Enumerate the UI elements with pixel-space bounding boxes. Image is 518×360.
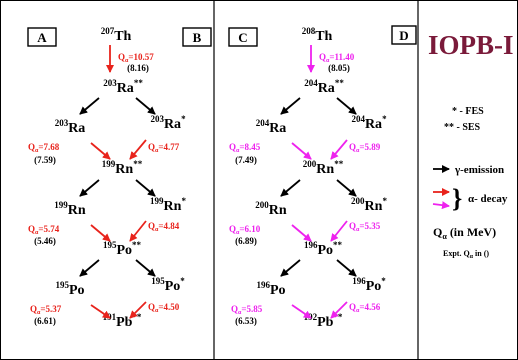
nucleus-po-195-fes: 195Po* (151, 276, 185, 294)
nucleus-rn-199: 199Rn (54, 200, 86, 218)
alpha-decay-arrow (330, 301, 348, 319)
alpha-decay-arrow (129, 220, 147, 242)
panel-label-b: B (182, 27, 212, 47)
expt-q-value: (7.59) (34, 155, 56, 165)
q-alpha-label: Qα=6.10 (229, 224, 261, 236)
nucleus-pb-191-ses: 191Pb** (103, 312, 142, 330)
expt-q-value: (5.46) (34, 236, 56, 246)
legend-expt-note: Expt. Qα in () (443, 249, 489, 260)
q-alpha-label: Qα=8.45 (229, 142, 261, 154)
gamma-emission-arrow (280, 179, 301, 197)
gamma-emission-arrow (336, 259, 357, 277)
gamma-emission-arrow (135, 97, 156, 115)
legend-gamma-label: γ-emission (454, 164, 504, 176)
alpha-decay-arrow (129, 301, 147, 319)
svg-text:B: B (193, 30, 202, 45)
nucleus-th-207: 207Th (101, 26, 132, 44)
legend-brace: } (452, 184, 462, 213)
nucleus-ra-204-fes: 204Ra* (351, 114, 387, 132)
q-alpha-label: Qα=10.57 (118, 52, 154, 64)
q-alpha-label: Qα=4.50 (148, 302, 180, 314)
expt-q-value: (8.05) (328, 63, 350, 73)
q-alpha-label: Qα=5.89 (349, 142, 381, 154)
expt-q-value: (7.49) (235, 155, 257, 165)
q-alpha-label: Qα=5.74 (28, 224, 60, 236)
expt-q-value: (6.61) (34, 316, 56, 326)
q-alpha-label: Qα=5.85 (231, 304, 263, 316)
expt-q-value: (6.89) (235, 236, 257, 246)
gamma-emission-arrow (79, 259, 100, 277)
alpha-decay-arrow (330, 220, 348, 242)
alpha-decay-arrow (90, 142, 111, 160)
panel-label-d: D (391, 25, 417, 45)
expt-q-value: (8.16) (127, 63, 149, 73)
alpha-decay-arrow (129, 139, 147, 160)
nucleus-ra-204: 204Ra (256, 118, 287, 136)
nucleus-ra-203: 203Ra (55, 118, 86, 136)
gamma-emission-arrow (336, 97, 357, 115)
nucleus-po-195: 195Po (55, 280, 84, 298)
nucleus-rn-200-ses: 200Rn** (303, 159, 344, 177)
nucleus-ra-203-fes: 203Ra* (150, 114, 186, 132)
gamma-emission-arrow (79, 97, 100, 115)
q-alpha-label: Qα=11.40 (319, 52, 355, 64)
nucleus-pb-192-ses: 192Pb** (304, 312, 343, 330)
svg-text:D: D (399, 28, 408, 43)
legend-alpha-arrow-magenta (432, 201, 450, 210)
nucleus-rn-200-fes: 200Rn* (351, 196, 387, 214)
alpha-decay-arrow (90, 224, 111, 242)
nucleus-po-196-fes: 196Po* (352, 276, 386, 294)
gamma-emission-arrow (135, 179, 156, 197)
q-alpha-label: Qα=4.77 (148, 142, 180, 154)
nucleus-rn-199-ses: 199Rn** (102, 159, 143, 177)
legend-fes: * - FES (452, 106, 484, 117)
svg-text:A: A (37, 30, 47, 45)
nucleus-ra-204-ses: 204Ra** (304, 78, 344, 96)
nucleus-po-196-ses: 196Po** (304, 240, 343, 258)
q-alpha-label: Qα=5.35 (349, 221, 381, 233)
alpha-decay-arrow (90, 304, 111, 319)
nucleus-po-195-ses: 195Po** (103, 240, 142, 258)
q-alpha-label: Qα=4.56 (349, 302, 381, 314)
alpha-decay-arrow (330, 139, 348, 160)
alpha-decay-arrow (291, 224, 312, 242)
figure-title: IOPB-I (428, 30, 514, 60)
panel-label-a: A (27, 27, 57, 47)
alpha-decay-arrow (291, 142, 312, 160)
gamma-emission-arrow (135, 259, 156, 277)
q-alpha-label: Qα=4.84 (148, 221, 180, 233)
gamma-emission-arrow (280, 97, 301, 115)
legend-ses: ** - SES (444, 122, 481, 133)
q-alpha-label: Qα=5.37 (30, 304, 62, 316)
panel-label-c: C (228, 27, 258, 47)
nucleus-rn-200: 200Rn (255, 200, 287, 218)
alpha-decay-arrow (291, 304, 312, 319)
legend: * - FES ** - SES γ-emission } α- decay Q… (432, 106, 508, 260)
legend-q-unit: Qα(in MeV) (433, 225, 496, 241)
nucleus-ra-203-ses: 203Ra** (103, 78, 143, 96)
nucleus-rn-199-fes: 199Rn* (150, 196, 186, 214)
legend-alpha-label: α- decay (468, 193, 508, 205)
gamma-emission-arrow (79, 179, 100, 197)
decay-chains: 207Th 203Ra** 203Ra 203Ra* 199Rn** 199Rn 199Rn… (28, 26, 387, 330)
svg-text:C: C (238, 30, 247, 45)
expt-q-value: (6.53) (235, 316, 257, 326)
gamma-emission-arrow (280, 259, 301, 277)
q-alpha-label: Qα=7.68 (28, 142, 60, 154)
nucleus-po-196: 196Po (256, 280, 285, 298)
gamma-emission-arrow (336, 179, 357, 197)
nucleus-th-208: 208Th (302, 26, 333, 44)
